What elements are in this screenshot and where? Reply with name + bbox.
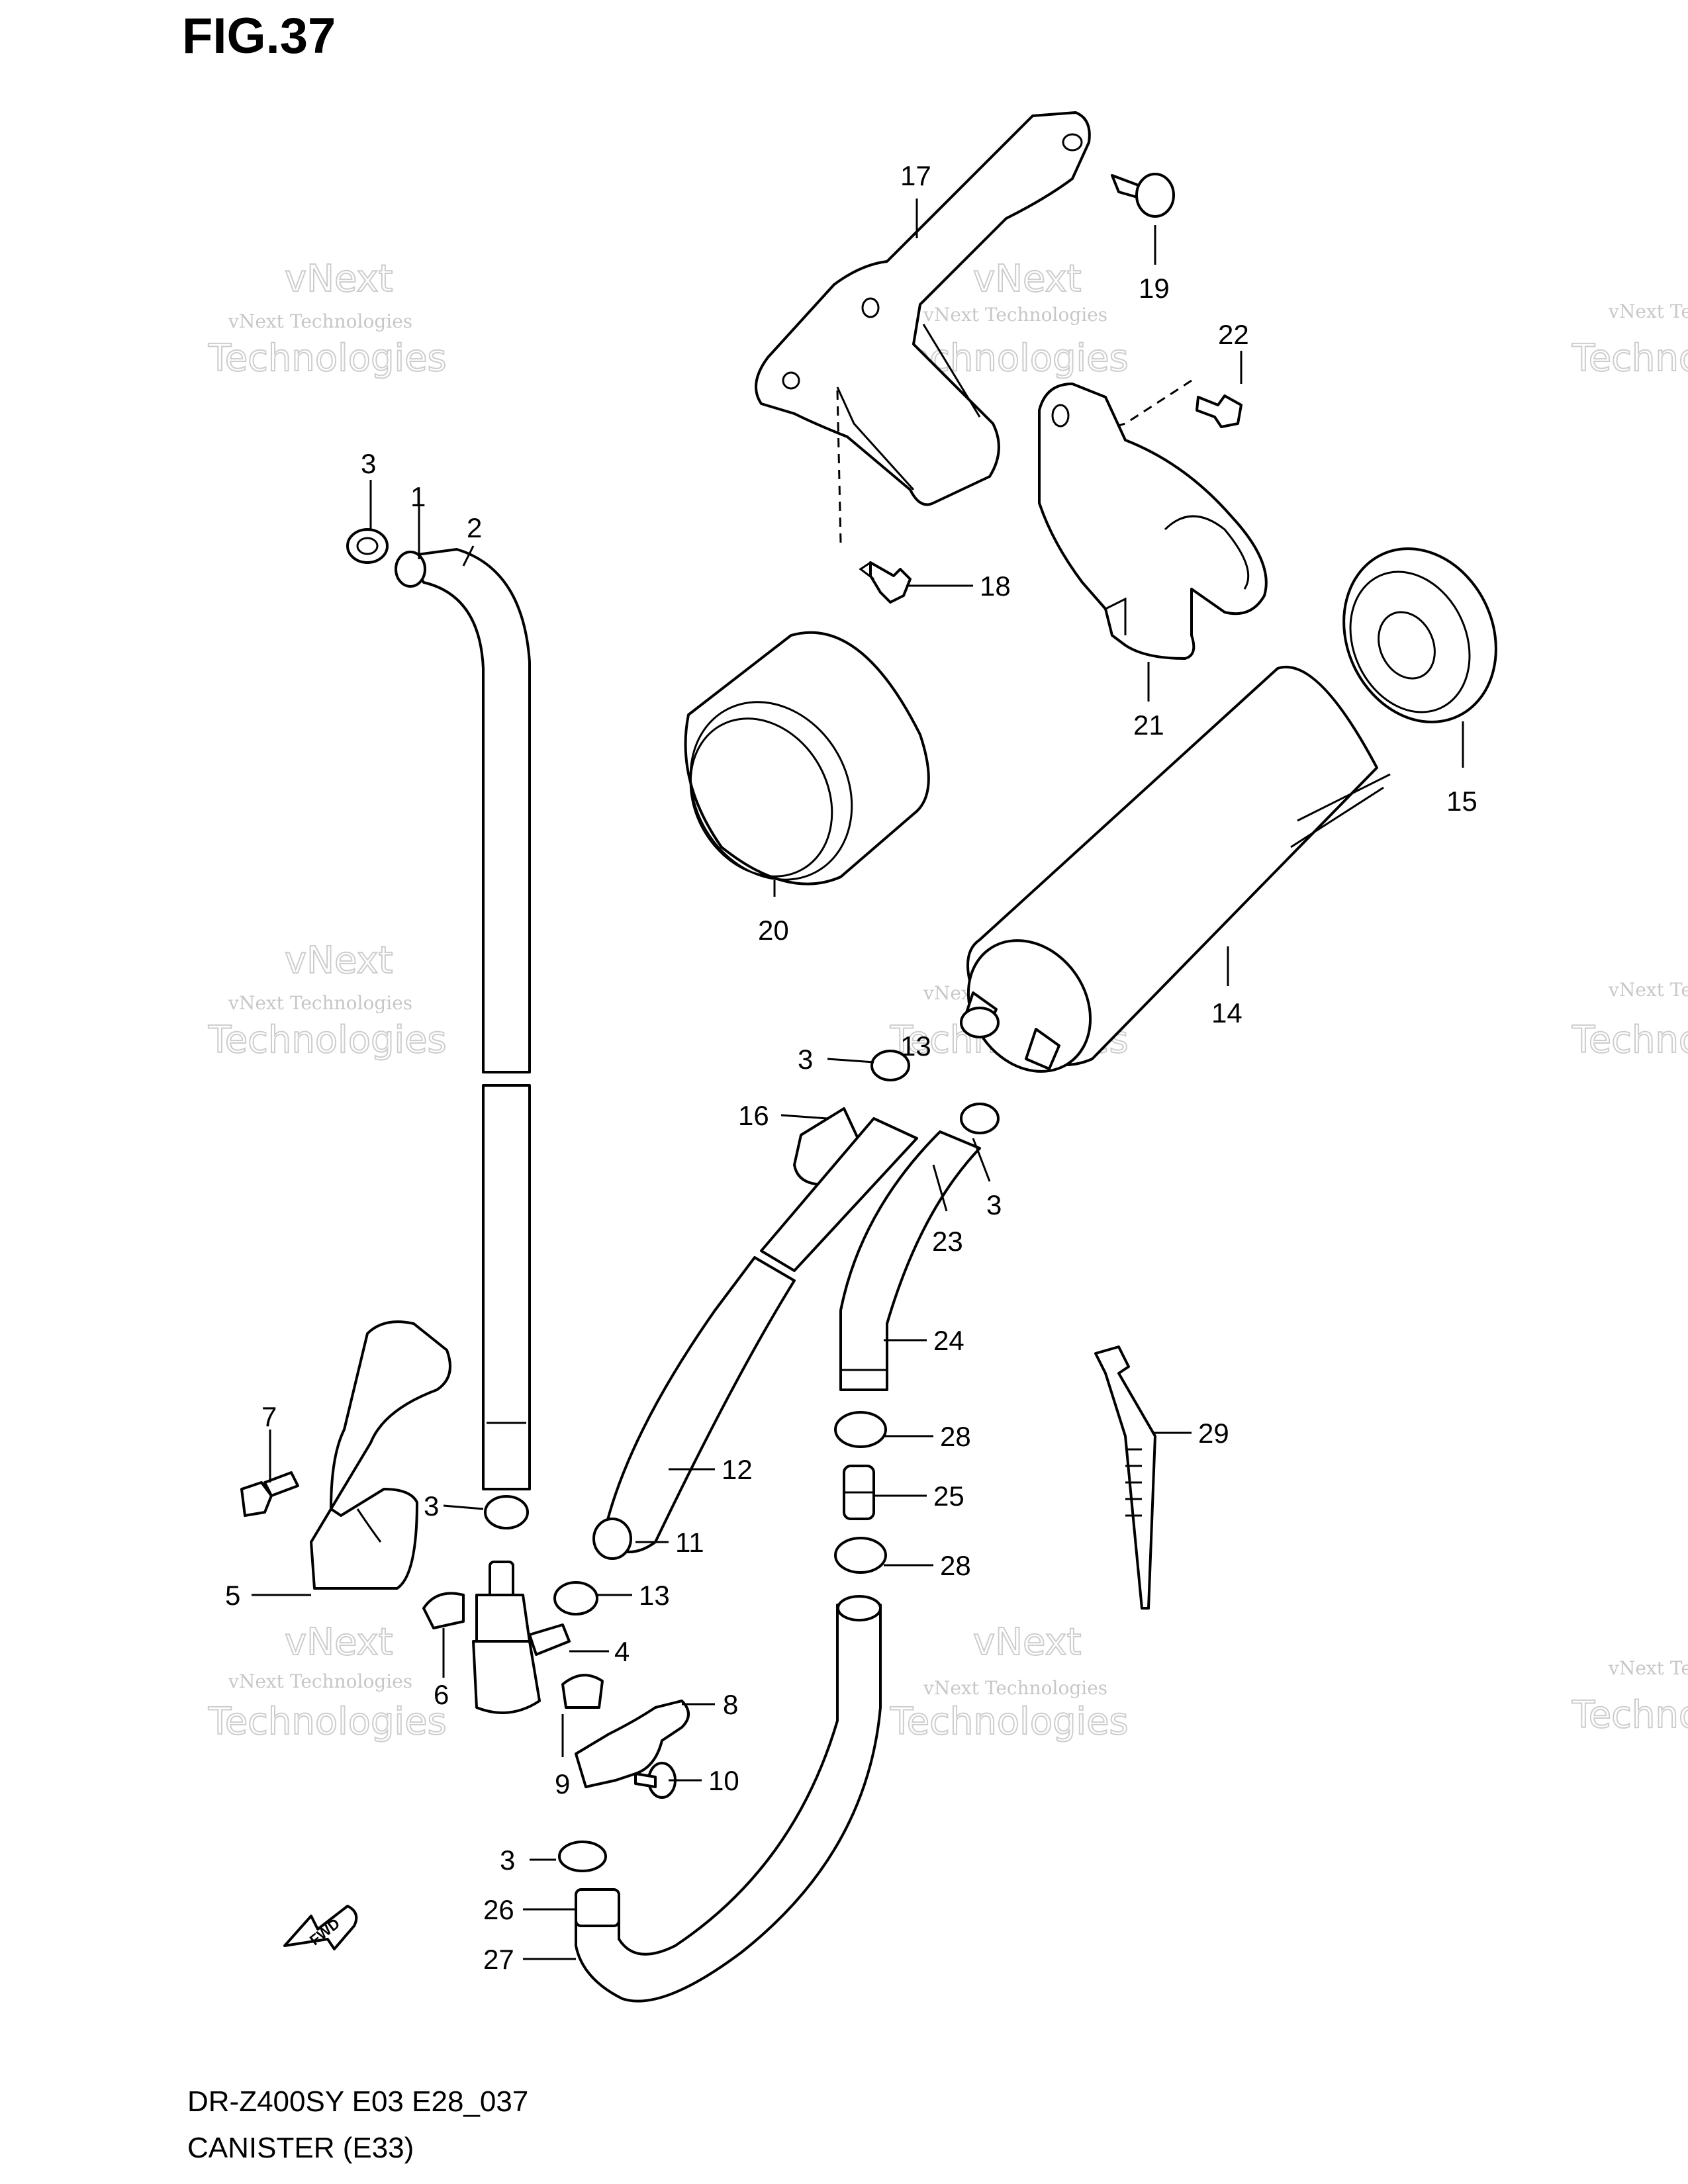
watermark-text: vNext — [285, 939, 393, 982]
watermark-text: vNext Technologies — [1608, 979, 1688, 1001]
tie-part-29 — [1094, 1345, 1156, 1610]
callout-14: 14 — [1211, 997, 1243, 1028]
callout-28: 28 — [940, 1550, 971, 1581]
watermark-text: Technologies — [208, 1700, 447, 1743]
clip-part-6 — [422, 1592, 465, 1629]
watermark-text: Technologies — [1571, 1019, 1688, 1062]
callout-9: 9 — [555, 1768, 570, 1799]
watermark-text: Technologies — [208, 337, 447, 380]
callout-13: 13 — [639, 1580, 670, 1611]
figure-title: FIG.37 — [182, 8, 336, 64]
watermark-text: vNext — [285, 257, 393, 300]
callout-21: 21 — [1133, 709, 1164, 741]
joint-part-25 — [843, 1465, 875, 1520]
cap-part-15 — [1342, 547, 1497, 723]
hose-part-24 — [839, 1130, 981, 1391]
callout-3: 3 — [798, 1044, 813, 1075]
callout-3: 3 — [424, 1490, 439, 1522]
watermark-text: vNext Technologies — [1608, 300, 1688, 322]
clip-part-9 — [561, 1674, 604, 1709]
callouts: 3 1 2 17 19 22 18 21 15 20 14 3 13 16 3 … — [225, 160, 1477, 1975]
callout-3: 3 — [361, 448, 376, 479]
callout-25: 25 — [933, 1480, 964, 1512]
band-part-20 — [684, 631, 930, 886]
bolt-part-18 — [859, 561, 912, 604]
watermark-text: vNext — [973, 257, 1082, 300]
callout-29: 29 — [1198, 1418, 1229, 1449]
watermark-text: Technologies — [1571, 1694, 1688, 1737]
watermark-text: vNext Technologies — [228, 992, 412, 1014]
callout-28: 28 — [940, 1421, 971, 1452]
callout-12: 12 — [722, 1454, 753, 1485]
footer-model: DR-Z400SY E03 E28_037 — [187, 2085, 528, 2118]
watermark-text: vNext — [285, 1621, 393, 1664]
callout-23: 23 — [932, 1226, 963, 1257]
watermark-text: Technologies — [1571, 337, 1688, 380]
callout-24: 24 — [933, 1325, 964, 1356]
clamp-part-3 — [484, 1495, 529, 1529]
bracket-part-5 — [310, 1320, 451, 1590]
callout-13: 13 — [900, 1030, 931, 1062]
bolt-part-22 — [1196, 394, 1243, 428]
callout-8: 8 — [723, 1689, 738, 1720]
callout-27: 27 — [483, 1944, 514, 1975]
callout-5: 5 — [225, 1580, 240, 1611]
clamp-part-13 — [553, 1581, 598, 1615]
callout-1: 1 — [410, 481, 426, 512]
leader-lines — [252, 199, 1464, 1960]
callout-20: 20 — [758, 915, 789, 946]
watermark-text: vNext Technologies — [228, 1670, 412, 1692]
callout-22: 22 — [1218, 319, 1249, 350]
callout-10: 10 — [708, 1765, 739, 1796]
clamp-part-3 — [558, 1841, 607, 1872]
callout-4: 4 — [614, 1636, 630, 1667]
bracket-part-17 — [755, 111, 1091, 506]
callout-3: 3 — [500, 1844, 515, 1876]
callout-15: 15 — [1446, 786, 1477, 817]
watermark-text: Technologies — [890, 1700, 1129, 1743]
callout-19: 19 — [1139, 273, 1170, 304]
callout-3: 3 — [986, 1189, 1002, 1220]
bolt-part-19 — [1111, 173, 1175, 218]
clamp-part-13 — [960, 1007, 1000, 1038]
clamp-part-28 — [834, 1411, 887, 1448]
watermark-text: Technologies — [208, 1019, 447, 1062]
hose-part-2 — [395, 548, 531, 1490]
callout-16: 16 — [738, 1100, 769, 1131]
watermark-text: vNext Technologies — [1608, 1657, 1688, 1679]
canister-part-14 — [962, 665, 1391, 1073]
valve-part-4 — [472, 1561, 571, 1714]
clamp-part-3 — [346, 528, 389, 564]
forward-arrow-icon: FWD — [283, 1905, 358, 1950]
callout-11: 11 — [675, 1527, 704, 1558]
hose-part-12 — [592, 1117, 918, 1560]
watermark-text: vNext Technologies — [923, 304, 1107, 326]
callout-7: 7 — [261, 1401, 277, 1432]
callout-6: 6 — [434, 1679, 449, 1710]
clamp-bracket-part-8 — [575, 1700, 690, 1788]
clamp-part-3 — [960, 1103, 1000, 1134]
callout-18: 18 — [980, 570, 1011, 602]
holder-part-21 — [1038, 383, 1268, 660]
watermark: vNext Technologies vNext Technologies vN… — [207, 257, 1688, 1744]
screw-part-10 — [634, 1762, 677, 1799]
hose-part-27 — [575, 1595, 882, 2003]
watermark-text: vNext Technologies — [228, 310, 412, 332]
clamp-part-28 — [834, 1537, 887, 1574]
bolt-part-7 — [240, 1471, 299, 1517]
callout-2: 2 — [467, 512, 482, 543]
callout-26: 26 — [483, 1894, 514, 1925]
watermark-text: vNext Technologies — [923, 1677, 1107, 1699]
callout-17: 17 — [900, 160, 931, 191]
watermark-text: vNext — [973, 1621, 1082, 1664]
clamp-part-3 — [870, 1050, 910, 1081]
footer-caption: CANISTER (E33) — [187, 2132, 414, 2164]
